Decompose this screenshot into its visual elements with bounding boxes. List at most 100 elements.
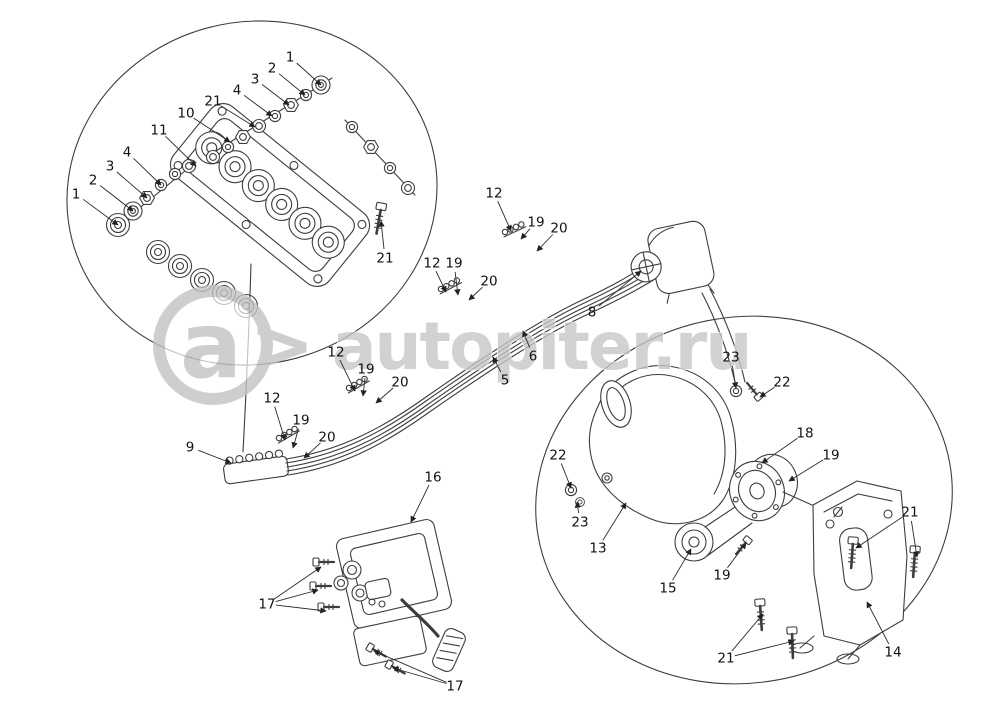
callout-label: 2 bbox=[268, 61, 277, 77]
callout-leader bbox=[165, 135, 197, 167]
callout-label: 4 bbox=[233, 83, 242, 99]
watermark-text: autopiter.ru bbox=[332, 308, 750, 385]
callout-leader bbox=[788, 459, 824, 482]
small-bolt bbox=[311, 556, 336, 568]
callout-leader bbox=[243, 95, 273, 117]
pedal-assembly bbox=[308, 518, 466, 679]
callout-leader bbox=[672, 548, 692, 581]
washer bbox=[575, 497, 585, 507]
callout-label: 12 bbox=[263, 391, 280, 407]
fitting bbox=[400, 180, 416, 196]
callout-leader bbox=[602, 502, 627, 541]
booster-assembly bbox=[674, 453, 813, 562]
fitting bbox=[181, 158, 197, 174]
callout-leader bbox=[759, 386, 775, 398]
pump-unit bbox=[630, 220, 715, 304]
callout-leader bbox=[468, 286, 483, 301]
callout-leader bbox=[560, 463, 572, 489]
small-bolt bbox=[731, 534, 754, 558]
bolt bbox=[906, 544, 922, 579]
callout-leader bbox=[261, 84, 290, 106]
callout-leader bbox=[373, 650, 447, 683]
callout-leader bbox=[522, 330, 531, 348]
callout-leader bbox=[275, 588, 319, 603]
callout-label: 13 bbox=[589, 541, 606, 557]
callout-label: 20 bbox=[550, 221, 567, 237]
callout-leader bbox=[731, 365, 739, 389]
callout-label: 3 bbox=[251, 72, 260, 88]
callout-leader bbox=[378, 220, 385, 250]
callout-label: 15 bbox=[659, 581, 676, 597]
washer bbox=[168, 167, 182, 181]
callout-label: 19 bbox=[357, 362, 374, 378]
hex-nut bbox=[363, 140, 379, 154]
callout-label: 23 bbox=[571, 515, 588, 531]
callout-leader bbox=[296, 62, 322, 86]
callout-leader bbox=[435, 270, 447, 293]
callout-leader bbox=[193, 117, 231, 143]
fitting bbox=[167, 253, 193, 279]
callout-leader bbox=[198, 449, 232, 464]
hex-nut bbox=[283, 98, 299, 112]
callout-label: 19 bbox=[822, 448, 839, 464]
callout-label: 2 bbox=[89, 173, 98, 189]
callout-label: 20 bbox=[391, 375, 408, 391]
callout-label: 12 bbox=[327, 345, 344, 361]
mount-bracket bbox=[790, 480, 908, 665]
manifold-assembly bbox=[169, 103, 371, 287]
callout-label: 19 bbox=[713, 568, 730, 584]
callout-leader bbox=[133, 157, 162, 186]
callout-label: 19 bbox=[527, 215, 544, 231]
callout-label: 12 bbox=[485, 186, 502, 202]
callout-leaders bbox=[82, 62, 920, 684]
callout-label: 3 bbox=[106, 159, 115, 175]
pedal-arm bbox=[400, 598, 440, 638]
callout-leader bbox=[99, 185, 134, 212]
callout-leader bbox=[220, 105, 256, 128]
tube-bundle bbox=[285, 262, 746, 476]
manifold-ports bbox=[195, 131, 345, 259]
callout-label: 11 bbox=[150, 123, 167, 139]
small-bolt bbox=[308, 580, 333, 592]
diameter-mark bbox=[832, 506, 844, 518]
callout-leader bbox=[574, 501, 581, 514]
callout-leader bbox=[410, 484, 430, 523]
callout-label: 21 bbox=[376, 251, 393, 267]
callout-label: 22 bbox=[773, 375, 790, 391]
callout-label: 21 bbox=[717, 651, 734, 667]
fitting-string-left bbox=[105, 158, 197, 238]
callout-label: 19 bbox=[445, 256, 462, 272]
watermark-logo-arrow: > bbox=[249, 301, 314, 391]
callout-label: 22 bbox=[549, 448, 566, 464]
callout-label: 6 bbox=[529, 349, 538, 365]
callout-label: 21 bbox=[901, 505, 918, 521]
pipe-clamp bbox=[500, 220, 527, 238]
washer bbox=[299, 88, 313, 102]
diagram-boundary-right bbox=[535, 315, 953, 685]
callout-label: 14 bbox=[884, 645, 901, 661]
washer bbox=[221, 140, 235, 154]
callout-label: 9 bbox=[186, 440, 195, 456]
callout-leader bbox=[761, 437, 798, 464]
callout-leader bbox=[598, 270, 642, 307]
callout-leader bbox=[360, 377, 367, 397]
callout-leader bbox=[291, 428, 299, 449]
callout-leader bbox=[866, 601, 890, 645]
callout-label: 1 bbox=[72, 187, 81, 203]
fitting bbox=[251, 118, 267, 134]
callout-leader bbox=[734, 639, 795, 657]
callout-leader bbox=[274, 406, 287, 441]
callout-label: 5 bbox=[501, 373, 510, 389]
small-bolt bbox=[316, 601, 341, 613]
washer bbox=[383, 161, 397, 175]
washer bbox=[564, 483, 578, 497]
callout-leader bbox=[375, 387, 394, 404]
callout-leader bbox=[727, 542, 747, 569]
shield-bracket bbox=[588, 365, 737, 525]
callout-label: 17 bbox=[258, 597, 275, 613]
callout-leader bbox=[731, 613, 764, 652]
callout-label: 1 bbox=[286, 50, 295, 66]
callout-leader bbox=[497, 201, 512, 232]
callout-label: 10 bbox=[177, 106, 194, 122]
